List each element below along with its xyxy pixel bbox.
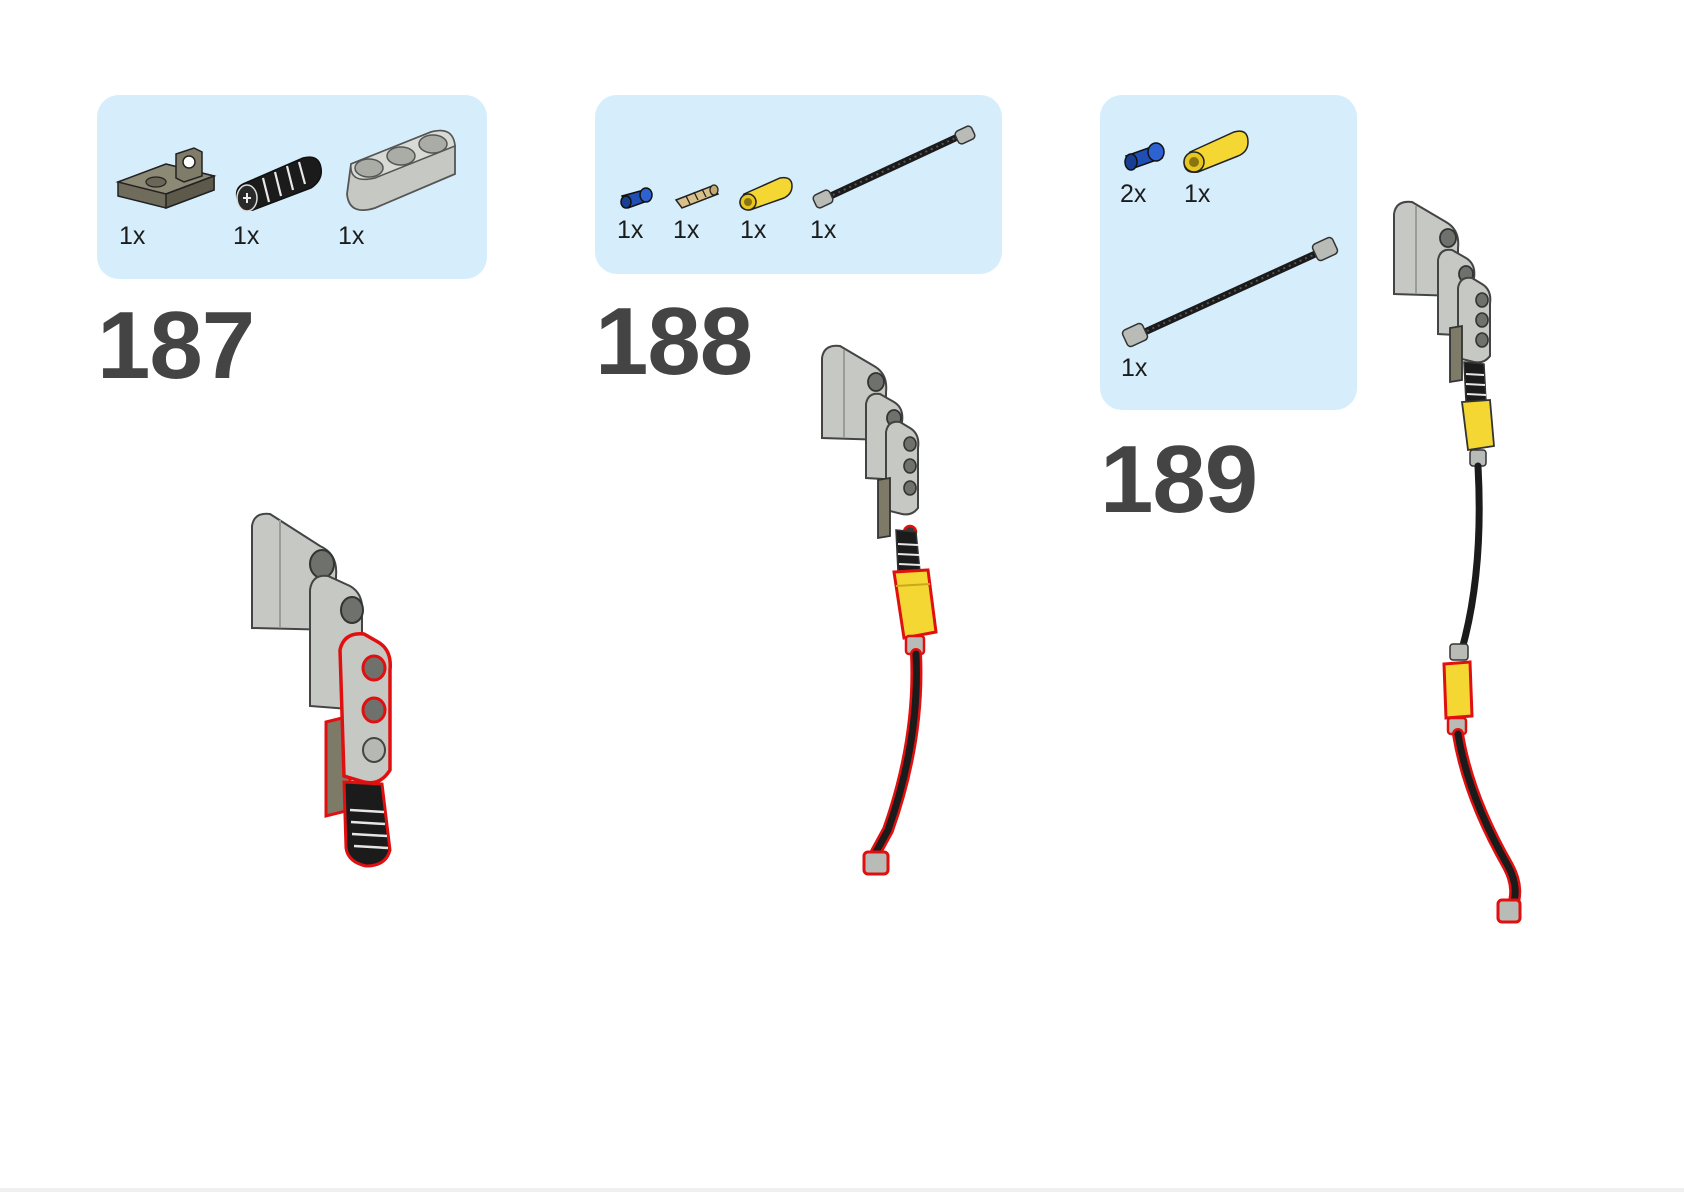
- blue-pin-icon: [620, 187, 653, 209]
- qty-189-3: 1x: [1121, 354, 1148, 382]
- parts-list-188: [595, 95, 1002, 274]
- step-number-189: 189: [1100, 426, 1258, 533]
- page-bottom-edge: [0, 1188, 1684, 1192]
- yellow-tube-icon: [739, 176, 793, 211]
- qty-189-1: 2x: [1120, 180, 1147, 208]
- assembly-187: [251, 512, 392, 868]
- qty-188-4: 1x: [810, 216, 837, 244]
- tan-axle-pin-icon: [674, 184, 720, 209]
- qty-187-2: 1x: [233, 222, 260, 250]
- qty-187-1: 1x: [119, 222, 146, 250]
- flex-cable-icon: [1121, 236, 1339, 348]
- qty-189-2: 1x: [1184, 180, 1211, 208]
- assembly-189: [1393, 200, 1522, 924]
- qty-188-1: 1x: [617, 216, 644, 244]
- qty-188-3: 1x: [740, 216, 767, 244]
- plate-with-clip-icon: [115, 147, 217, 210]
- qty-187-3: 1x: [338, 222, 365, 250]
- blue-pin-icon: [1124, 142, 1165, 171]
- axle-pin-connector-icon: [235, 156, 323, 212]
- qty-188-2: 1x: [673, 216, 700, 244]
- beam-3-icon: [346, 129, 456, 212]
- assembly-188: [821, 344, 938, 876]
- step-number-188: 188: [595, 288, 753, 395]
- yellow-tube-icon: [1183, 130, 1249, 174]
- flex-cable-icon: [812, 125, 976, 209]
- step-number-187: 187: [97, 292, 255, 399]
